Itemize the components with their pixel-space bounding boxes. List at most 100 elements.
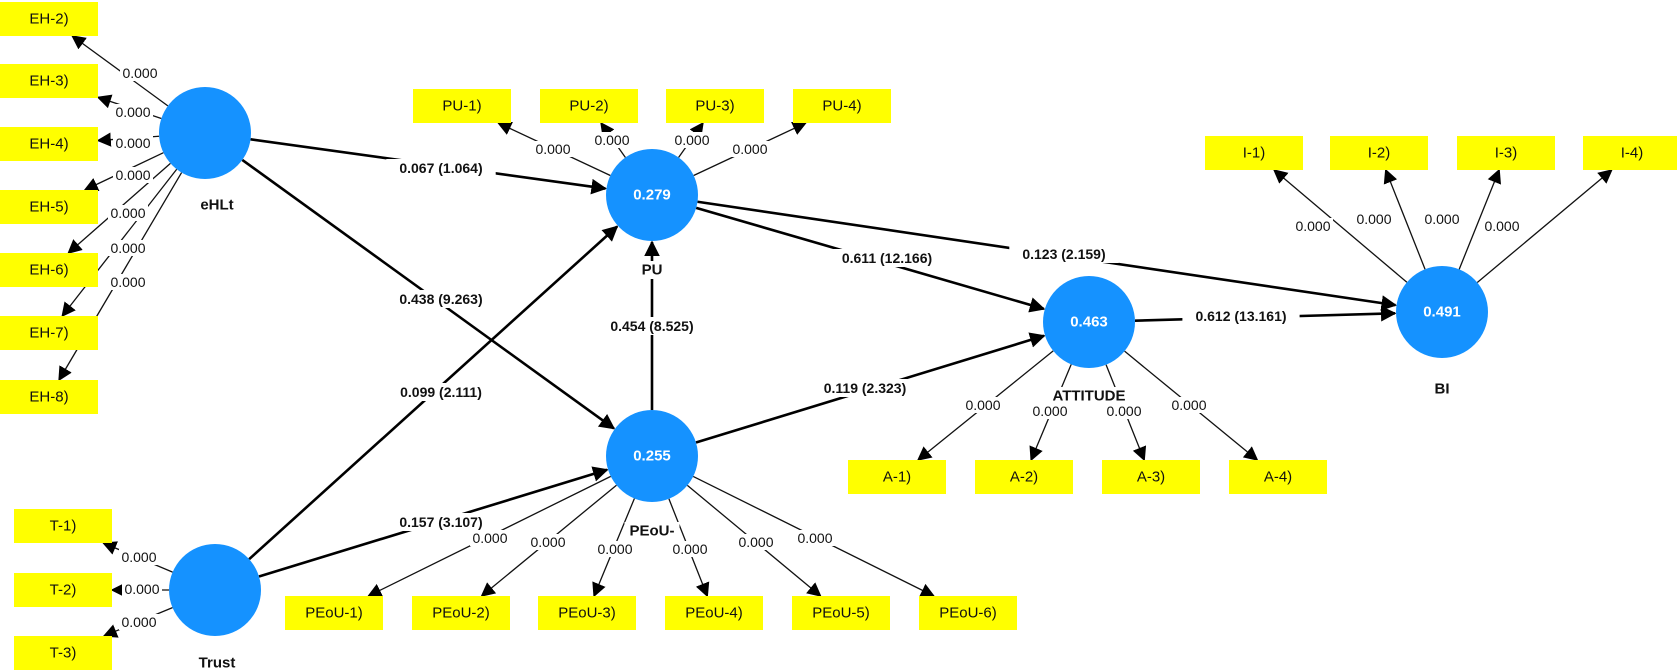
indicator-box[interactable] xyxy=(0,64,98,98)
indicator-eh-8[interactable]: EH-8) xyxy=(0,380,98,414)
label-background xyxy=(386,513,496,531)
latent-pu[interactable]: 0.279 xyxy=(606,149,698,241)
indicator-label: PEoU-4) xyxy=(685,605,743,622)
path-label: 0.099 (2.111) xyxy=(386,383,496,401)
indicator-t-2[interactable]: T-2) xyxy=(14,573,112,607)
indicator-box[interactable] xyxy=(919,596,1017,630)
loading-value: 0.000 xyxy=(1356,211,1391,227)
label-background xyxy=(113,167,153,183)
indicator-box[interactable] xyxy=(1583,136,1677,170)
indicator-box[interactable] xyxy=(975,460,1073,494)
loading-value: 0.000 xyxy=(121,614,156,630)
latent-circle[interactable] xyxy=(169,544,261,636)
loading-value: 0.000 xyxy=(115,104,150,120)
indicator-t-1[interactable]: T-1) xyxy=(14,509,112,543)
indicator-box[interactable] xyxy=(793,89,891,123)
indicator-box[interactable] xyxy=(285,596,383,630)
latent-circle[interactable] xyxy=(1043,276,1135,368)
indicator-box[interactable] xyxy=(792,596,890,630)
indicator-box[interactable] xyxy=(1330,136,1428,170)
indicator-peou-2[interactable]: PEoU-2) xyxy=(412,596,510,630)
latent-circle[interactable] xyxy=(606,410,698,502)
indicator-box[interactable] xyxy=(14,573,112,607)
indicator-peou-1[interactable]: PEoU-1) xyxy=(285,596,383,630)
indicator-box[interactable] xyxy=(413,89,511,123)
indicator-a-2[interactable]: A-2) xyxy=(975,460,1073,494)
indicator-box[interactable] xyxy=(1205,136,1303,170)
loading-label: 0.000 xyxy=(119,549,159,565)
indicator-box[interactable] xyxy=(14,636,112,670)
label-background xyxy=(1431,380,1453,398)
latent-circle[interactable] xyxy=(1396,266,1488,358)
indicator-box[interactable] xyxy=(0,316,98,350)
latent-peou[interactable]: 0.255 xyxy=(606,410,698,502)
loading-value: 0.000 xyxy=(1171,397,1206,413)
indicator-eh-3[interactable]: EH-3) xyxy=(0,64,98,98)
label-background xyxy=(1009,245,1119,263)
indicator-box[interactable] xyxy=(540,89,638,123)
indicator-eh-6[interactable]: EH-6) xyxy=(0,253,98,287)
label-background xyxy=(119,614,159,630)
indicator-peou-5[interactable]: PEoU-5) xyxy=(792,596,890,630)
latent-circle[interactable] xyxy=(606,149,698,241)
indicator-box[interactable] xyxy=(0,127,98,161)
path-coefficient: 0.438 (9.263) xyxy=(399,291,482,307)
indicator-t-3[interactable]: T-3) xyxy=(14,636,112,670)
indicator-a-4[interactable]: A-4) xyxy=(1229,460,1327,494)
indicator-i-3[interactable]: I-3) xyxy=(1457,136,1555,170)
indicator-box[interactable] xyxy=(1102,460,1200,494)
indicator-box[interactable] xyxy=(0,190,98,224)
loading-label: 0.000 xyxy=(120,65,160,81)
indicator-eh-2[interactable]: EH-2) xyxy=(0,2,98,36)
loading-value: 0.000 xyxy=(124,581,159,597)
indicator-box[interactable] xyxy=(1457,136,1555,170)
indicator-i-1[interactable]: I-1) xyxy=(1205,136,1303,170)
latent-trust[interactable] xyxy=(169,544,261,636)
indicator-pu-2[interactable]: PU-2) xyxy=(540,89,638,123)
indicator-eh-5[interactable]: EH-5) xyxy=(0,190,98,224)
indicator-box[interactable] xyxy=(666,89,764,123)
indicator-eh-4[interactable]: EH-4) xyxy=(0,127,98,161)
latent-bi[interactable]: 0.491 xyxy=(1396,266,1488,358)
indicator-box[interactable] xyxy=(0,380,98,414)
latent-ehlt[interactable] xyxy=(159,87,251,179)
path-coefficient: 0.067 (1.064) xyxy=(399,160,482,176)
label-background xyxy=(1482,218,1522,234)
indicator-pu-1[interactable]: PU-1) xyxy=(413,89,511,123)
indicator-peou-6[interactable]: PEoU-6) xyxy=(919,596,1017,630)
indicator-label: T-1) xyxy=(50,518,77,535)
label-background xyxy=(113,135,153,151)
label-background xyxy=(828,249,946,267)
indicator-a-3[interactable]: A-3) xyxy=(1102,460,1200,494)
indicator-box[interactable] xyxy=(848,460,946,494)
indicator-i-4[interactable]: I-4) xyxy=(1583,136,1677,170)
loading-edge xyxy=(1273,169,1408,283)
indicator-peou-4[interactable]: PEoU-4) xyxy=(665,596,763,630)
loading-label: 0.000 xyxy=(1293,218,1333,234)
indicator-box[interactable] xyxy=(0,253,98,287)
indicator-i-2[interactable]: I-2) xyxy=(1330,136,1428,170)
indicator-box[interactable] xyxy=(665,596,763,630)
label-background xyxy=(1293,218,1333,234)
loading-label: 0.000 xyxy=(672,132,712,148)
indicator-label: EH-7) xyxy=(29,325,68,342)
indicator-box[interactable] xyxy=(0,2,98,36)
latent-circle[interactable] xyxy=(159,87,251,179)
indicator-pu-3[interactable]: PU-3) xyxy=(666,89,764,123)
label-background xyxy=(108,274,148,290)
indicator-box[interactable] xyxy=(14,509,112,543)
indicator-pu-4[interactable]: PU-4) xyxy=(793,89,891,123)
label-background xyxy=(595,541,635,557)
indicator-a-1[interactable]: A-1) xyxy=(848,460,946,494)
indicator-box[interactable] xyxy=(1229,460,1327,494)
loading-label: 0.000 xyxy=(1422,211,1462,227)
indicator-eh-7[interactable]: EH-7) xyxy=(0,316,98,350)
indicator-box[interactable] xyxy=(538,596,636,630)
latent-attitude[interactable]: 0.463 xyxy=(1043,276,1135,368)
indicator-peou-3[interactable]: PEoU-3) xyxy=(538,596,636,630)
indicator-label: PEoU-3) xyxy=(558,605,616,622)
label-background xyxy=(113,104,153,120)
indicator-label: EH-3) xyxy=(29,73,68,90)
indicator-box[interactable] xyxy=(412,596,510,630)
